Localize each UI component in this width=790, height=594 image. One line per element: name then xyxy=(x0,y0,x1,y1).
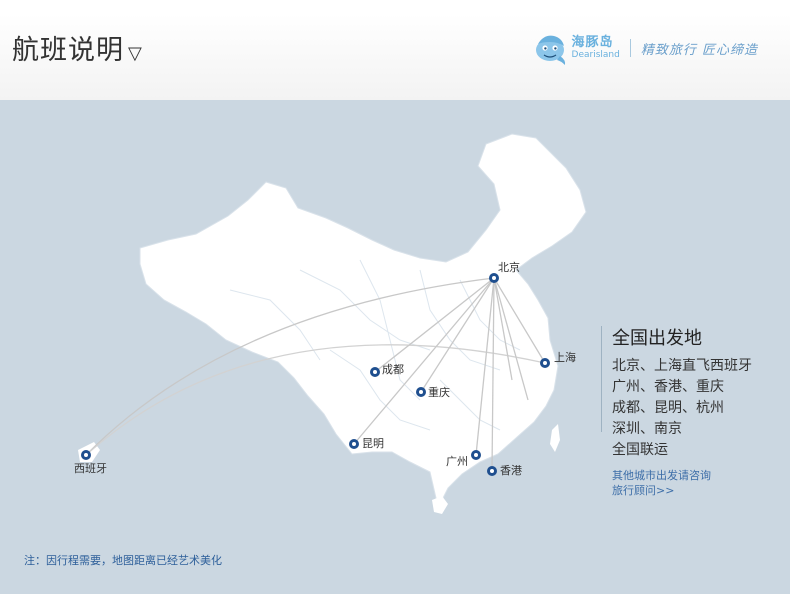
route-beijing-chengdu xyxy=(374,277,495,373)
brand-name-cn: 海豚岛 xyxy=(571,35,614,50)
city-markers: 北京 上海 成都 重庆 昆明 xyxy=(74,260,576,477)
route-beijing-kunming xyxy=(353,277,495,445)
province-borders xyxy=(229,259,521,431)
city-marker-chengdu[interactable]: 成都 xyxy=(370,363,404,377)
city-marker-hongkong[interactable]: 香港 xyxy=(487,464,522,477)
city-label-spain: 西班牙 xyxy=(74,462,107,475)
page-title-text: 航班说明 xyxy=(12,35,124,66)
city-marker-guangzhou[interactable]: 广州 xyxy=(446,450,481,468)
consult-line: 旅行顾问>> xyxy=(612,484,675,497)
dolphin-logo-icon xyxy=(535,35,565,65)
city-label-shanghai: 上海 xyxy=(554,350,576,364)
city-label-chongqing: 重庆 xyxy=(428,385,450,399)
flight-routes xyxy=(85,277,546,472)
city-label-kunming: 昆明 xyxy=(362,437,384,450)
city-label-hongkong: 香港 xyxy=(500,464,522,477)
departure-line: 北京、上海直飞西班牙 xyxy=(612,358,752,374)
route-map: 北京 上海 成都 重庆 昆明 xyxy=(0,100,790,594)
brand-divider xyxy=(629,39,631,57)
departure-line: 广州、香港、重庆 xyxy=(612,379,724,395)
taiwan-island xyxy=(550,424,560,452)
map-canvas: 北京 上海 成都 重庆 昆明 xyxy=(74,133,587,514)
brand-name-en: Dearisland xyxy=(571,50,620,60)
departure-heading: 全国出发地 xyxy=(612,328,702,349)
brand-name: 海豚岛 Dearisland xyxy=(572,36,620,60)
departure-line: 深圳、南京 xyxy=(612,421,682,437)
consult-line: 其他城市出发请咨询 xyxy=(612,469,711,482)
city-marker-shanghai[interactable]: 上海 xyxy=(540,350,576,368)
consult-advisor-link[interactable]: 其他城市出发请咨询 旅行顾问>> xyxy=(612,468,711,498)
city-label-beijing: 北京 xyxy=(498,260,520,274)
map-disclaimer: 注：因行程需要，地图距离已经艺术美化 xyxy=(24,554,222,567)
departure-info: 全国出发地 北京、上海直飞西班牙 广州、香港、重庆 成都、昆明、杭州 深圳、南京… xyxy=(601,326,752,458)
page-title[interactable]: 航班说明▽ xyxy=(12,28,143,67)
city-marker-kunming[interactable]: 昆明 xyxy=(349,437,384,450)
china-landmass xyxy=(139,133,587,513)
route-beijing-hongkong xyxy=(491,277,495,472)
hainan-island xyxy=(432,496,448,514)
city-label-chengdu: 成都 xyxy=(382,363,404,376)
city-label-guangzhou: 广州 xyxy=(446,455,468,468)
header-bar: 航班说明▽ 海豚岛 Dearisland 精致旅行 匠心缔造 xyxy=(0,14,790,100)
route-beijing-shanghai xyxy=(493,277,546,364)
route-beijing-spain xyxy=(85,277,495,456)
route-beijing-chongqing xyxy=(420,277,495,393)
city-marker-spain[interactable]: 西班牙 xyxy=(74,450,107,475)
dropdown-triangle-icon[interactable]: ▽ xyxy=(128,43,143,64)
departure-line: 成都、昆明、杭州 xyxy=(612,400,724,416)
brand-block: 海豚岛 Dearisland 精致旅行 匠心缔造 xyxy=(532,30,758,66)
departure-line: 全国联运 xyxy=(612,442,668,458)
city-marker-beijing[interactable]: 北京 xyxy=(489,260,520,283)
route-beijing-guangzhou xyxy=(475,277,495,456)
route-beijing-nanjing xyxy=(493,277,513,381)
route-beijing-hangzhou xyxy=(493,277,529,401)
route-shanghai-spain xyxy=(85,344,546,456)
brand-slogan: 精致旅行 匠心缔造 xyxy=(640,42,758,58)
city-marker-chongqing[interactable]: 重庆 xyxy=(416,385,450,399)
